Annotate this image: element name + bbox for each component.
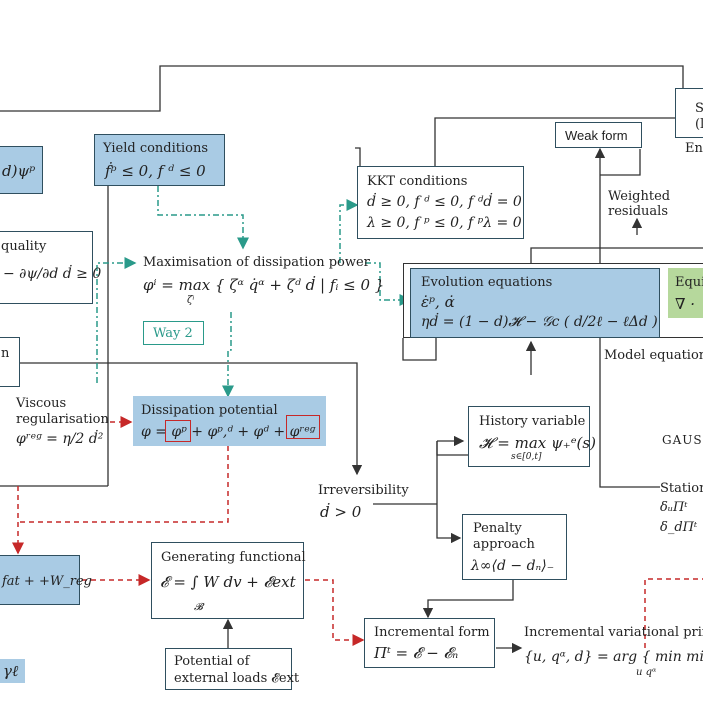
highlight-phi-reg: [286, 415, 320, 439]
stationary-line-2: δ_dΠᵗ: [660, 520, 698, 535]
partial-box-top-right: St (l: [675, 88, 703, 138]
dissipation-potential-node: Dissipation potential φ = φᵖ + φᵖ,ᵈ + φᵈ…: [133, 396, 326, 446]
penalty-approach-node: Penalty approach λ∞⟨d − dₙ⟩₋: [462, 514, 567, 580]
dissipation-potential-formula: φ = φᵖ + φᵖ,ᵈ + φᵈ + φʳᵉᵍ: [141, 424, 316, 440]
way-2-label: Way 2: [153, 326, 193, 341]
generating-sub: 𝓑: [194, 602, 203, 613]
inequality-formula: − ∂ψ/∂d ḋ ≥ 0: [3, 266, 102, 282]
kkt-conditions-node: KKT conditions ḋ ≥ 0, f ᵈ ≤ 0, f ᵈḋ = 0 …: [357, 166, 524, 239]
equilibrium-partial-node: Equi ∇ ·: [668, 268, 703, 318]
irreversibility-title: Irreversibility: [318, 483, 409, 498]
generating-title: Generating functional: [161, 550, 306, 565]
left-partial-formula: d)ψᵖ: [2, 162, 36, 180]
evolution-line-1: ε̇ᵖ, α̇: [421, 293, 455, 311]
generating-functional-node: Generating functional 𝓔 = ∫ W dv + 𝓔ext …: [151, 542, 306, 619]
yield-conditions-node: Yield conditions ḟᵖ ≤ 0, f ᵈ ≤ 0: [94, 134, 225, 186]
incremental-form-formula: Πᵗ = 𝓔 − 𝓔ₙ: [374, 644, 459, 662]
potential-external-loads-node: Potential of external loads 𝓔ext: [165, 648, 299, 690]
viscous-line-1: Viscous: [16, 396, 67, 411]
gamma-partial-node: γℓ: [0, 659, 25, 683]
penalty-formula: λ∞⟨d − dₙ⟩₋: [471, 558, 555, 574]
potential-line-1: Potential of: [174, 654, 250, 669]
history-title: History variable: [479, 414, 586, 429]
max-dissipation-sub: ζⁱ: [187, 295, 195, 306]
kkt-title: KKT conditions: [367, 174, 468, 189]
left-energy-formula: fat + +W_reg: [2, 574, 92, 589]
stationary-title: Station: [660, 481, 703, 496]
partial-box-text-2: (l: [695, 117, 703, 132]
penalty-line-1: Penalty: [473, 521, 522, 536]
equilibrium-partial-formula: ∇ ·: [675, 295, 696, 313]
model-equations-label: Model equations: [604, 348, 703, 363]
weighted-residuals-label: Weighted residuals: [608, 189, 671, 219]
viscous-formula: φʳᵉᵍ = η/2 ḋ²: [16, 431, 104, 447]
kkt-line-1: ḋ ≥ 0, f ᵈ ≤ 0, f ᵈḋ = 0: [367, 194, 522, 210]
evolution-line-2: ηḋ = (1 − d)𝓗 − 𝒢c ( d/2ℓ − ℓΔd ): [421, 314, 658, 330]
evolution-equations-node: Evolution equations ε̇ᵖ, α̇ ηḋ = (1 − d)…: [410, 268, 660, 338]
max-dissipation-title: Maximisation of dissipation power: [143, 255, 370, 270]
dissipation-potential-title: Dissipation potential: [141, 403, 278, 418]
potential-line-2: external loads 𝓔ext: [174, 671, 300, 686]
way-2-node: Way 2: [143, 321, 204, 345]
kkt-line-2: λ ≥ 0, f ᵖ ≤ 0, f ᵖλ = 0: [367, 215, 522, 231]
left-energy-partial-node: fat + +W_reg: [0, 555, 92, 605]
partial-box-text-1: St: [695, 101, 703, 116]
incremental-variational-sub: u qᵅ: [636, 667, 657, 678]
left-partial-blue-node: d)ψᵖ: [0, 146, 43, 194]
history-variable-node: History variable 𝓗 = max ψ₊ᵉ(s) s∈[0,t]: [468, 406, 596, 467]
evolution-title: Evolution equations: [421, 275, 553, 290]
penalty-line-2: approach: [473, 537, 535, 552]
equilibrium-partial-title: Equi: [675, 275, 703, 290]
yield-conditions-title: Yield conditions: [103, 141, 209, 156]
generating-formula: 𝓔 = ∫ W dv + 𝓔ext: [160, 573, 296, 591]
weak-form-label: Weak form: [565, 128, 628, 143]
incremental-variational-formula: {u, qᵅ, d} = arg { min min: [524, 649, 703, 665]
energy-partial-label: En: [685, 141, 703, 156]
history-sub: s∈[0,t]: [511, 452, 542, 462]
yield-conditions-formula: ḟᵖ ≤ 0, f ᵈ ≤ 0: [105, 162, 206, 180]
inequality-title: quality: [1, 239, 47, 254]
inequality-node: quality − ∂ψ/∂d ḋ ≥ 0: [0, 231, 101, 304]
left-partial-n-node: n: [0, 337, 20, 387]
gamma-label: γℓ: [3, 662, 19, 680]
highlight-phi-p: [165, 420, 191, 442]
viscous-line-2: regularisation: [16, 412, 109, 427]
max-dissipation-formula: φⁱ = max { ζᵅ q̇ᵅ + ζᵈ ḋ | fᵢ ≤ 0 }: [143, 276, 385, 294]
stationary-line-1: δᵤΠᵗ: [660, 500, 688, 515]
incremental-variational-title: Incremental variational princip: [524, 625, 703, 640]
incremental-form-node: Incremental form Πᵗ = 𝓔 − 𝓔ₙ: [364, 618, 495, 668]
incremental-form-title: Incremental form: [374, 625, 490, 640]
history-formula: 𝓗 = max ψ₊ᵉ(s): [479, 434, 596, 452]
left-partial-n-label: n: [1, 346, 10, 361]
irreversibility-formula: ḋ > 0: [320, 503, 362, 521]
weak-form-node: Weak form: [555, 122, 642, 148]
